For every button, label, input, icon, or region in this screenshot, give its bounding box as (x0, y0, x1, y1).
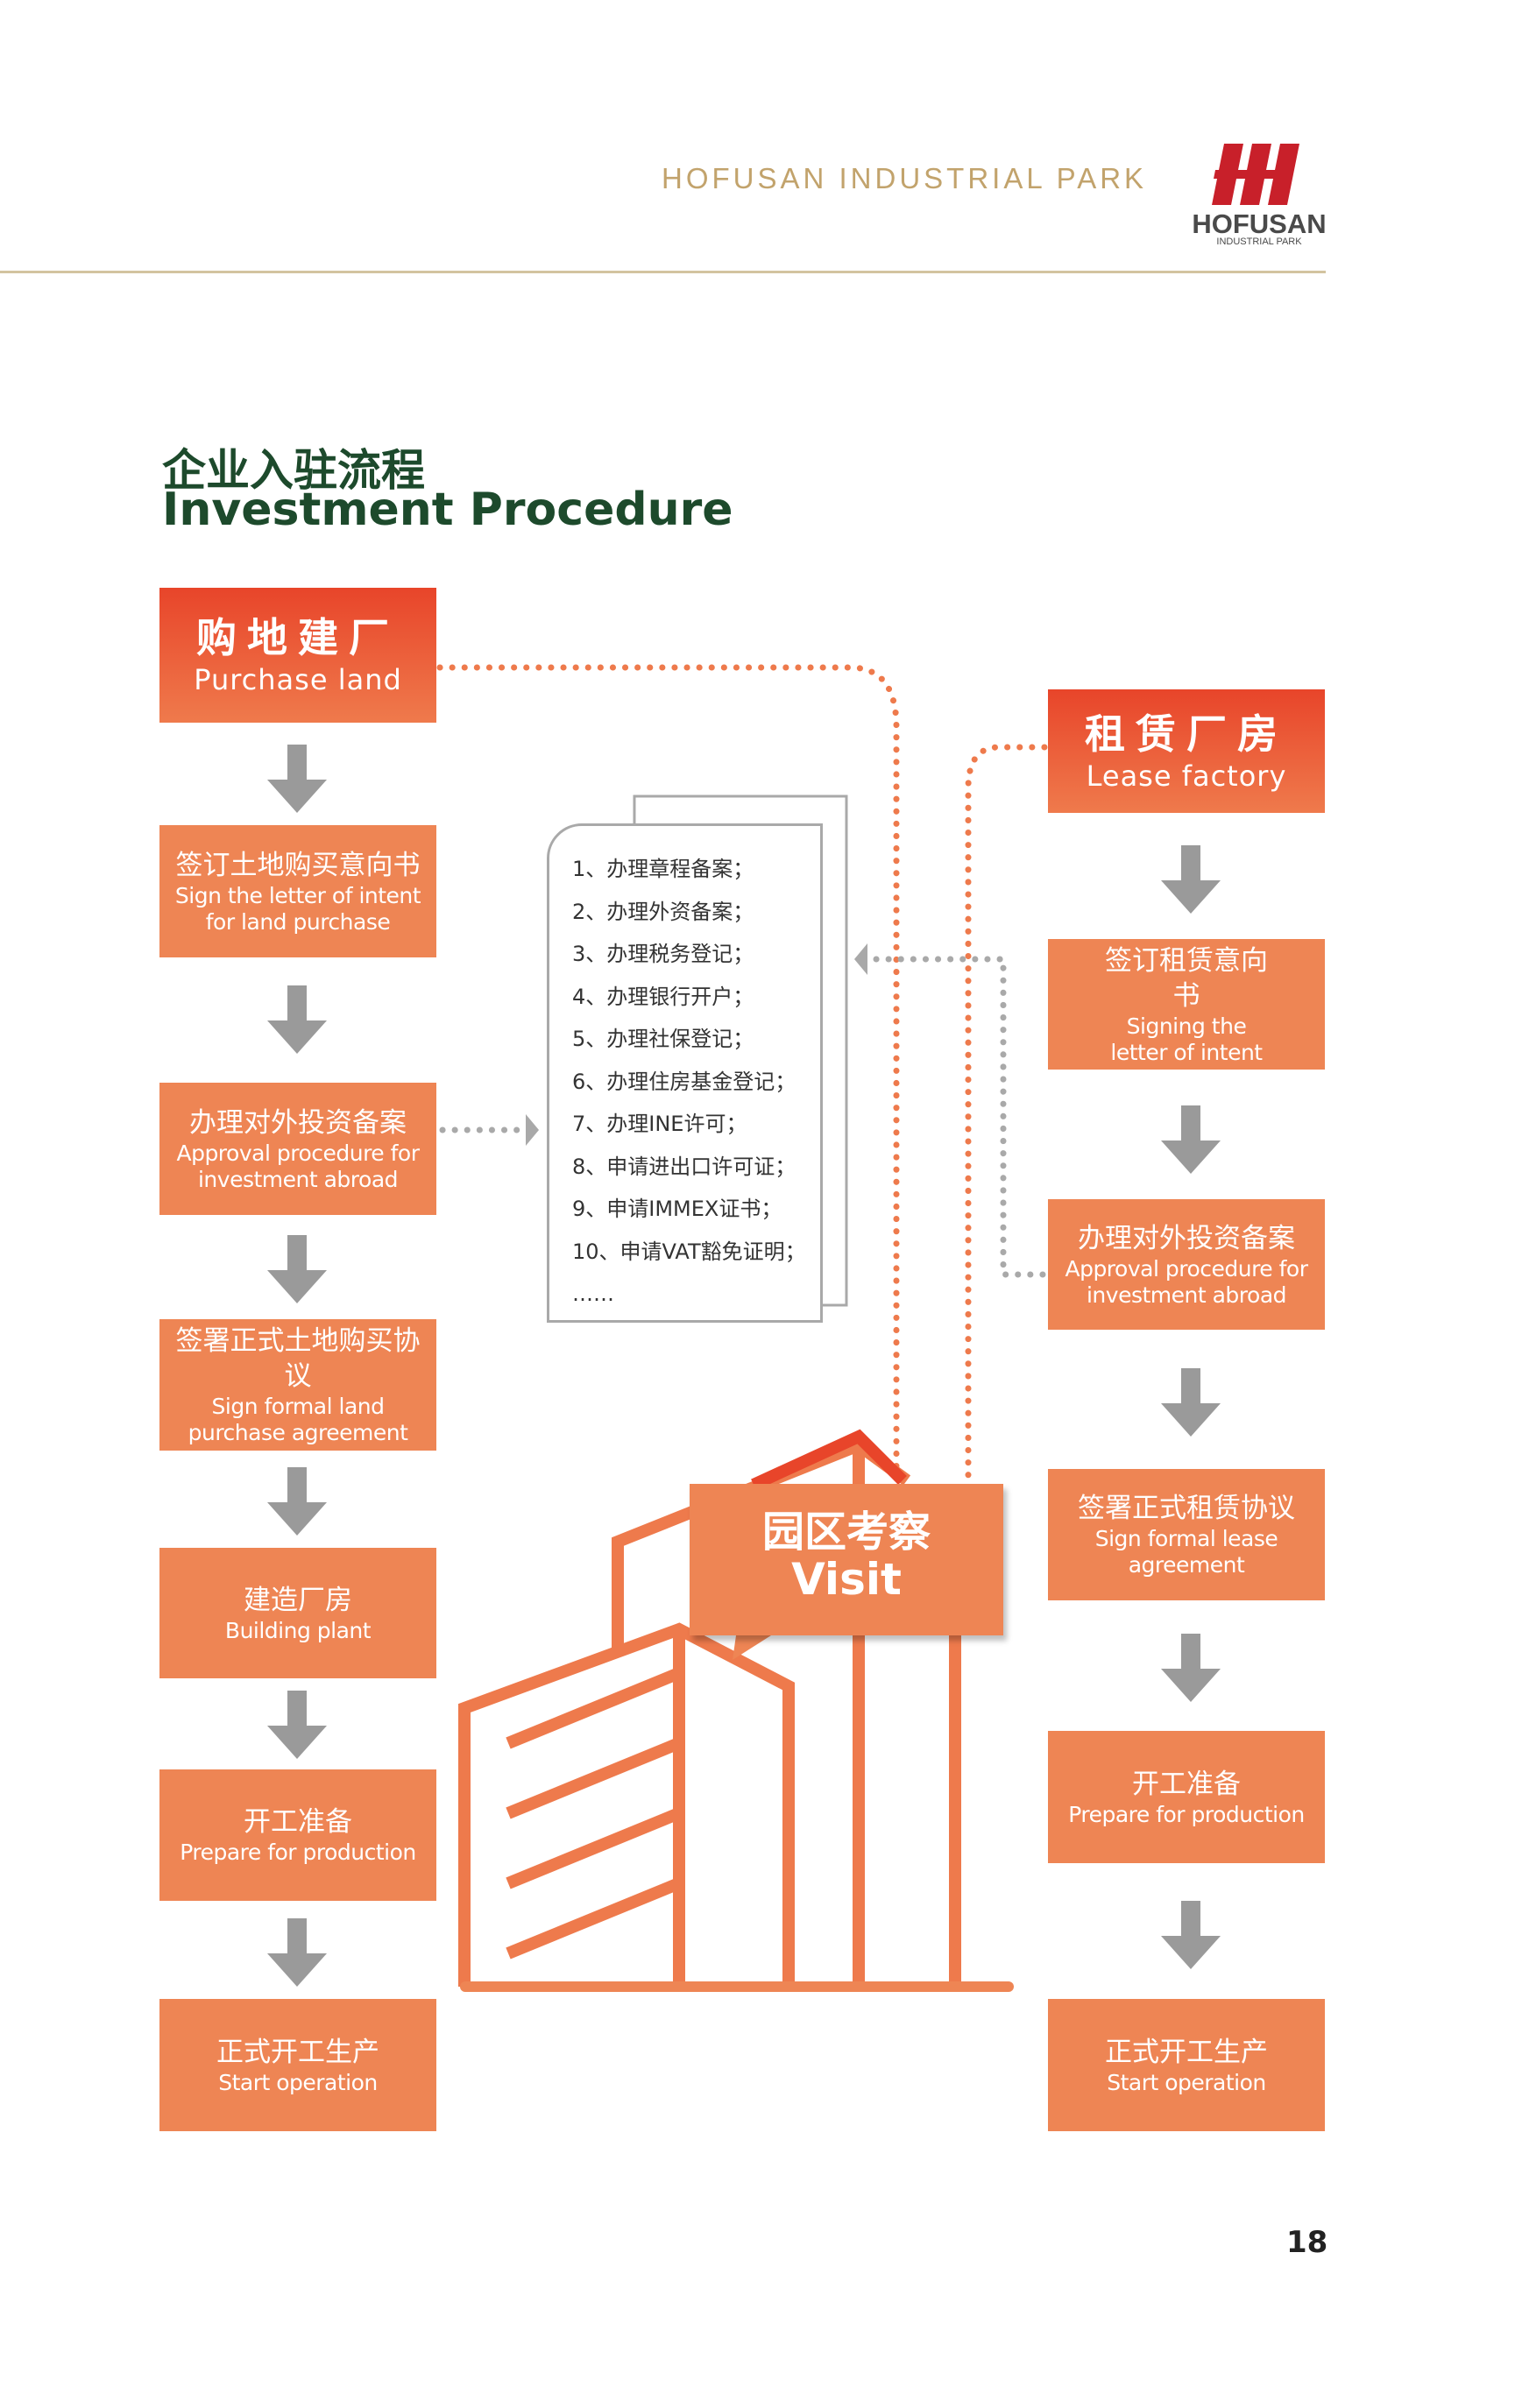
step-cn: 签署正式租赁协议 (1078, 1493, 1295, 1524)
procedure-item: 9、申请IMMEX证书； (572, 1197, 782, 1221)
logo-mark-icon (1212, 144, 1299, 205)
visit-callout: 园区考察 Visit (690, 1484, 1003, 1635)
arrow-down-icon (267, 1467, 327, 1536)
dotted-line-right-approval (873, 956, 1048, 1278)
visit-en: Visit (791, 1554, 902, 1605)
arrow-down-icon (1161, 1634, 1221, 1702)
step-cn: 正式开工生产 (216, 2036, 379, 2068)
procedure-item: 7、办理INE许可； (572, 1112, 747, 1136)
speech-tail (733, 1635, 771, 1660)
header-park-name: HOFUSAN INDUSTRIAL PARK (662, 162, 1148, 194)
step-right-2: 签订租赁意向书 Signing the letter of intent (1048, 939, 1325, 1070)
step-cn: 开工准备 (1132, 1768, 1241, 1800)
logo-subtext: INDUSTRIAL PARK (1216, 237, 1302, 247)
step-right-5: 开工准备 Prepare for production (1048, 1731, 1325, 1863)
step-en: Building plant (224, 1617, 372, 1643)
step-left-3: 办理对外投资备案 Approval procedure for investme… (159, 1083, 436, 1215)
procedure-item: 4、办理银行开户； (572, 984, 754, 1009)
arrow-down-icon (1161, 1105, 1221, 1174)
step-en: Signing the letter of intent (1110, 1013, 1263, 1065)
step-cn: 建造厂房 (244, 1584, 352, 1616)
step-en: Prepare for production (1068, 1801, 1305, 1827)
step-cn: 开工准备 (244, 1806, 352, 1838)
arrow-down-icon (1161, 1901, 1221, 1969)
building-illustration-icon (458, 1438, 961, 1987)
arrow-down-icon (267, 1691, 327, 1759)
arrow-down-icon (1161, 1368, 1221, 1437)
arrow-down-icon (267, 745, 327, 813)
step-en: Sign the letter of intent for land purch… (174, 882, 421, 935)
header-divider (0, 271, 1326, 273)
step-right-6: 正式开工生产 Start operation (1048, 1999, 1325, 2131)
ground-line (460, 1981, 1014, 1992)
step-cn: 办理对外投资备案 (1078, 1222, 1295, 1254)
step-en: Prepare for production (180, 1840, 416, 1865)
arrow-down-icon (267, 985, 327, 1054)
step-left-2: 签订土地购买意向书 Sign the letter of intent for … (159, 825, 436, 957)
page-title-cn: 企业入驻流程 (162, 445, 425, 496)
step-cn: 签署正式土地购买协议 (175, 1325, 421, 1392)
step-en: Approval procedure for investment abroad (1065, 1255, 1308, 1308)
step-lease-factory: 租赁厂房 Lease factory (1048, 689, 1325, 813)
step-cn: 正式开工生产 (1105, 2036, 1268, 2068)
step-en: Sign formal lease agreement (1094, 1526, 1278, 1578)
logo-text: HOFUSAN (1192, 208, 1327, 239)
procedure-item: 10、申请VAT豁免证明； (572, 1239, 806, 1264)
step-right-4: 签署正式租赁协议 Sign formal lease agreement (1048, 1469, 1325, 1600)
step-en: Lease factory (1086, 759, 1287, 793)
hofusan-logo: HOFUSAN INDUSTRIAL PARK (1189, 140, 1329, 250)
step-en: Start operation (1107, 2069, 1266, 2095)
step-cn: 购地建厂 (196, 614, 400, 661)
step-cn: 签订土地购买意向书 (175, 849, 421, 881)
procedure-item: …… (572, 1282, 614, 1306)
step-cn: 签订租赁意向书 (1105, 944, 1268, 1012)
procedure-item: 6、办理住房基金登记； (572, 1069, 796, 1094)
arrow-left-icon (854, 943, 867, 975)
step-left-4: 签署正式土地购买协议 Sign formal land purchase agr… (159, 1319, 436, 1451)
step-left-7: 正式开工生产 Start operation (159, 1999, 436, 2131)
step-en: Purchase land (194, 663, 402, 696)
step-en: Sign formal land purchase agreement (188, 1394, 408, 1445)
arrow-right-icon (526, 1114, 539, 1146)
procedure-item: 8、申请进出口许可证； (572, 1154, 796, 1179)
page-number: 18 (1286, 2225, 1328, 2260)
page-title-en: Investment Procedure (162, 484, 733, 536)
procedure-list: 1、办理章程备案； 2、办理外资备案； 3、办理税务登记； 4、办理银行开户； … (547, 823, 823, 1323)
step-purchase-land: 购地建厂 Purchase land (159, 588, 436, 723)
step-right-3: 办理对外投资备案 Approval procedure for investme… (1048, 1199, 1325, 1330)
procedure-item: 2、办理外资备案； (572, 899, 754, 924)
down-arrows (267, 745, 1221, 1987)
step-en: Start operation (218, 2069, 378, 2095)
visit-cn: 园区考察 (761, 1508, 931, 1557)
step-cn: 租赁厂房 (1085, 710, 1288, 758)
step-en: Approval procedure for investment abroad (176, 1140, 420, 1192)
step-cn: 办理对外投资备案 (189, 1106, 407, 1139)
dotted-line-lease (965, 744, 1048, 1484)
step-left-5: 建造厂房 Building plant (159, 1548, 436, 1678)
procedure-item: 1、办理章程备案； (572, 857, 754, 881)
arrow-down-icon (267, 1918, 327, 1987)
procedure-item: 3、办理税务登记； (572, 942, 754, 966)
procedure-item: 5、办理社保登记； (572, 1027, 754, 1051)
arrow-down-icon (1161, 845, 1221, 914)
step-left-6: 开工准备 Prepare for production (159, 1769, 436, 1901)
arrow-down-icon (267, 1235, 327, 1303)
